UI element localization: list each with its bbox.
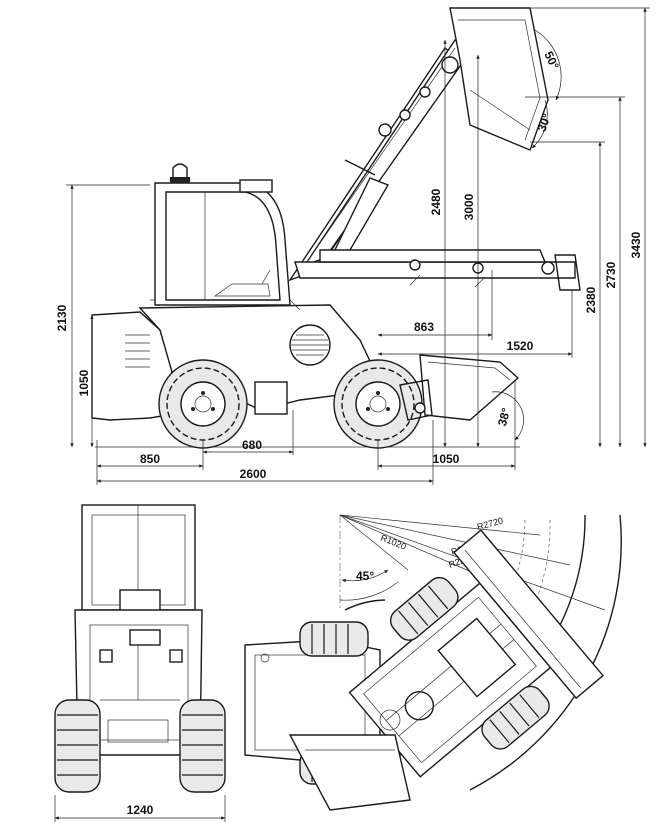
cab-roof-rail [239,179,273,193]
rear-grille [125,334,150,368]
dim-total-height: 2130 [55,304,69,331]
top-front-wheel-1 [389,576,459,641]
dim-lift-2380: 2380 [584,286,598,313]
dim-lift-3000: 3000 [462,193,476,220]
angle-45: 45° [356,569,374,583]
top-view: R2720 R2500 R2262 R1020 45° [244,514,622,811]
seat [213,283,271,297]
dim-lift-2730: 2730 [604,261,618,288]
bucket-raised [449,7,549,151]
dim-lift-3430: 3430 [629,231,643,258]
beacon-base [170,177,190,183]
joystick [261,269,271,285]
rear-left-wheel [54,699,101,793]
top-front-section [348,529,604,778]
radius-2720: R2720 [476,515,504,532]
rear-right-wheel [179,699,226,793]
dim-length-2600: 2600 [240,467,267,481]
dim-body-height: 1050 [77,369,91,396]
rear-wheel [158,359,248,449]
cab-frame [154,182,291,306]
radius-1020: R1020 [379,533,407,552]
boom-horizontal [294,249,581,291]
top-bucket [453,529,604,700]
turn-arc-inner [344,599,386,611]
top-rear-wheel-1 [299,621,369,657]
step-box [254,381,288,415]
rear-view: 1240 [54,504,226,822]
front-wheel [333,359,423,449]
angle-50: 50° [541,49,561,72]
boom-raised [288,38,471,282]
dim-rear-850: 850 [140,452,160,466]
side-view: 2130 1050 2480 3000 3430 2730 2380 [55,7,650,485]
dim-bucket-1050: 1050 [433,452,460,466]
dim-width-1240: 1240 [127,803,154,817]
dim-lift-2480: 2480 [429,188,443,215]
dim-reach-1520: 1520 [507,339,534,353]
dim-wheelbase-680: 680 [242,438,262,452]
top-front-wheel-2 [481,685,550,750]
vent-grille [291,334,329,356]
cab-window [165,191,281,301]
beacon-icon [172,163,188,179]
angle-30: 30° [535,112,554,134]
dim-reach-863: 863 [414,320,434,334]
top-counterweight [288,734,411,811]
angle-38: 38° [495,406,513,427]
